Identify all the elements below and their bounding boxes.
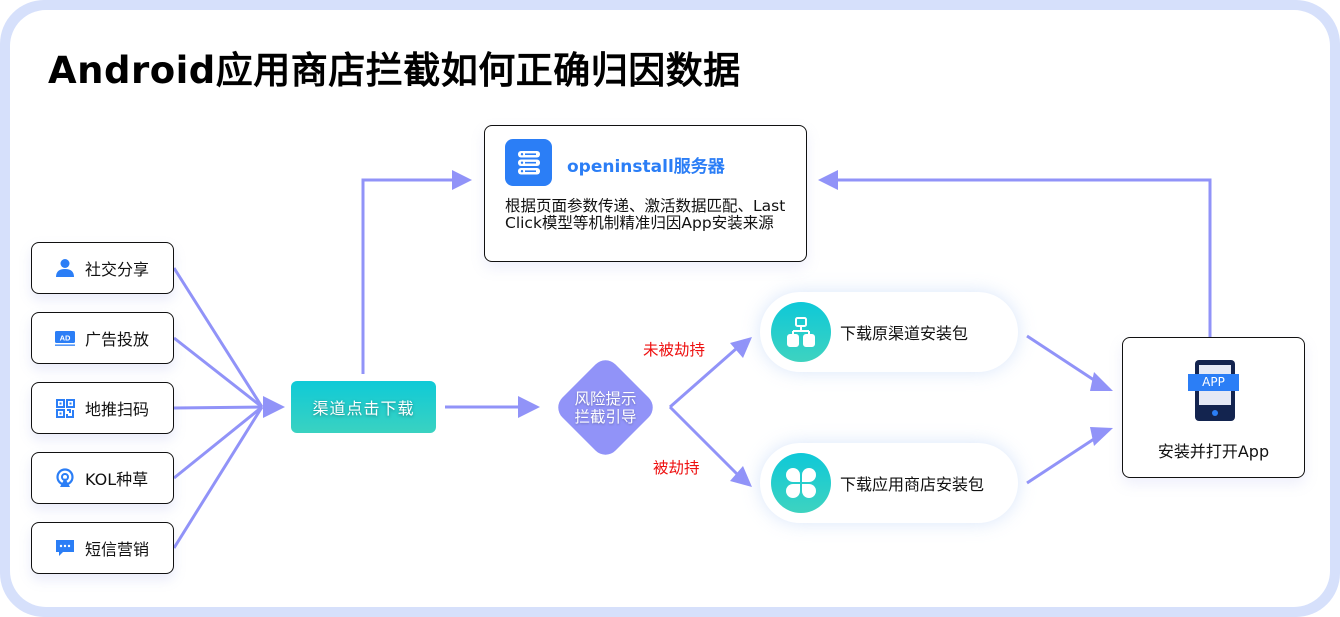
arrowhead-into-click [263,396,285,418]
connector-source-1 [172,267,264,408]
decision-node: 风险提示 拦截引导 [552,354,659,461]
branch-label-hijacked: 被劫持 [653,459,700,477]
phone-home-dot [1212,410,1218,416]
source-social-share: 社交分享 [31,242,174,294]
install-label: 安装并打开App [1157,442,1270,461]
outcome-label: 下载原渠道安装包 [840,324,969,343]
arrowhead-into-original [730,337,752,358]
arrowhead-into-server [452,170,472,190]
connector-install-to-server [836,178,1212,337]
decision-line-2: 拦截引导 [574,407,637,426]
connector-source-4 [173,405,263,480]
canvas [10,10,1330,607]
server-node: openinstall服务器 根据页面参数传递、激活数据匹配、Last Clic… [484,125,807,262]
message-icon [55,538,75,558]
source-label: 社交分享 [85,260,150,279]
source-label: 广告投放 [85,330,150,349]
server-title: openinstall服务器 [567,157,725,177]
connector-source-3 [173,405,263,410]
source-label: 短信营销 [85,540,150,559]
hierarchy-icon [771,302,831,362]
arrowhead-into-store [730,466,752,487]
channel-click-node: 渠道点击下载 [291,381,436,433]
connector-source-5 [172,406,264,549]
arrowhead-back-to-server [818,170,838,190]
arrowhead-into-install-top [1090,372,1113,391]
source-label: 地推扫码 [85,400,150,419]
connector-click-to-server [361,178,455,374]
server-icon [505,139,552,186]
outcome-store-package: 下载应用商店安装包 [760,443,1018,523]
decision-line-1: 风险提示 [574,389,637,408]
connector-store-to-install [1026,435,1098,485]
install-node: APP 安装并打开App [1122,337,1305,478]
connector-decision-to-original [669,346,738,409]
outcome-label: 下载应用商店安装包 [840,475,985,494]
connector-original-to-install [1026,334,1098,384]
source-label: KOL种草 [85,470,149,489]
source-kol: KOL种草 [31,452,174,504]
clover-icon [771,453,831,513]
app-badge: APP [1188,374,1239,391]
connector-source-2 [173,336,263,409]
broadcast-icon [55,468,75,488]
qr-code-icon [55,398,75,418]
svg-text:AD: AD [60,334,71,343]
decision-label: 风险提示 拦截引导 [553,355,658,460]
server-description: 根据页面参数传递、激活数据匹配、Last Click模型等机制精准归因App安装… [505,197,786,232]
user-icon [55,258,75,278]
source-advertising: AD 广告投放 [31,312,174,364]
outcome-original-package: 下载原渠道安装包 [760,292,1018,372]
arrowhead-into-install-bottom [1090,427,1113,446]
connector-decision-to-store [668,405,739,476]
page-title: Android应用商店拦截如何正确归因数据 [48,49,741,92]
branch-label-not-hijacked: 未被劫持 [643,341,706,359]
source-sms: 短信营销 [31,522,174,574]
source-qr-scan: 地推扫码 [31,382,174,434]
arrowhead-into-decision [518,396,540,418]
ad-icon: AD [55,328,75,348]
